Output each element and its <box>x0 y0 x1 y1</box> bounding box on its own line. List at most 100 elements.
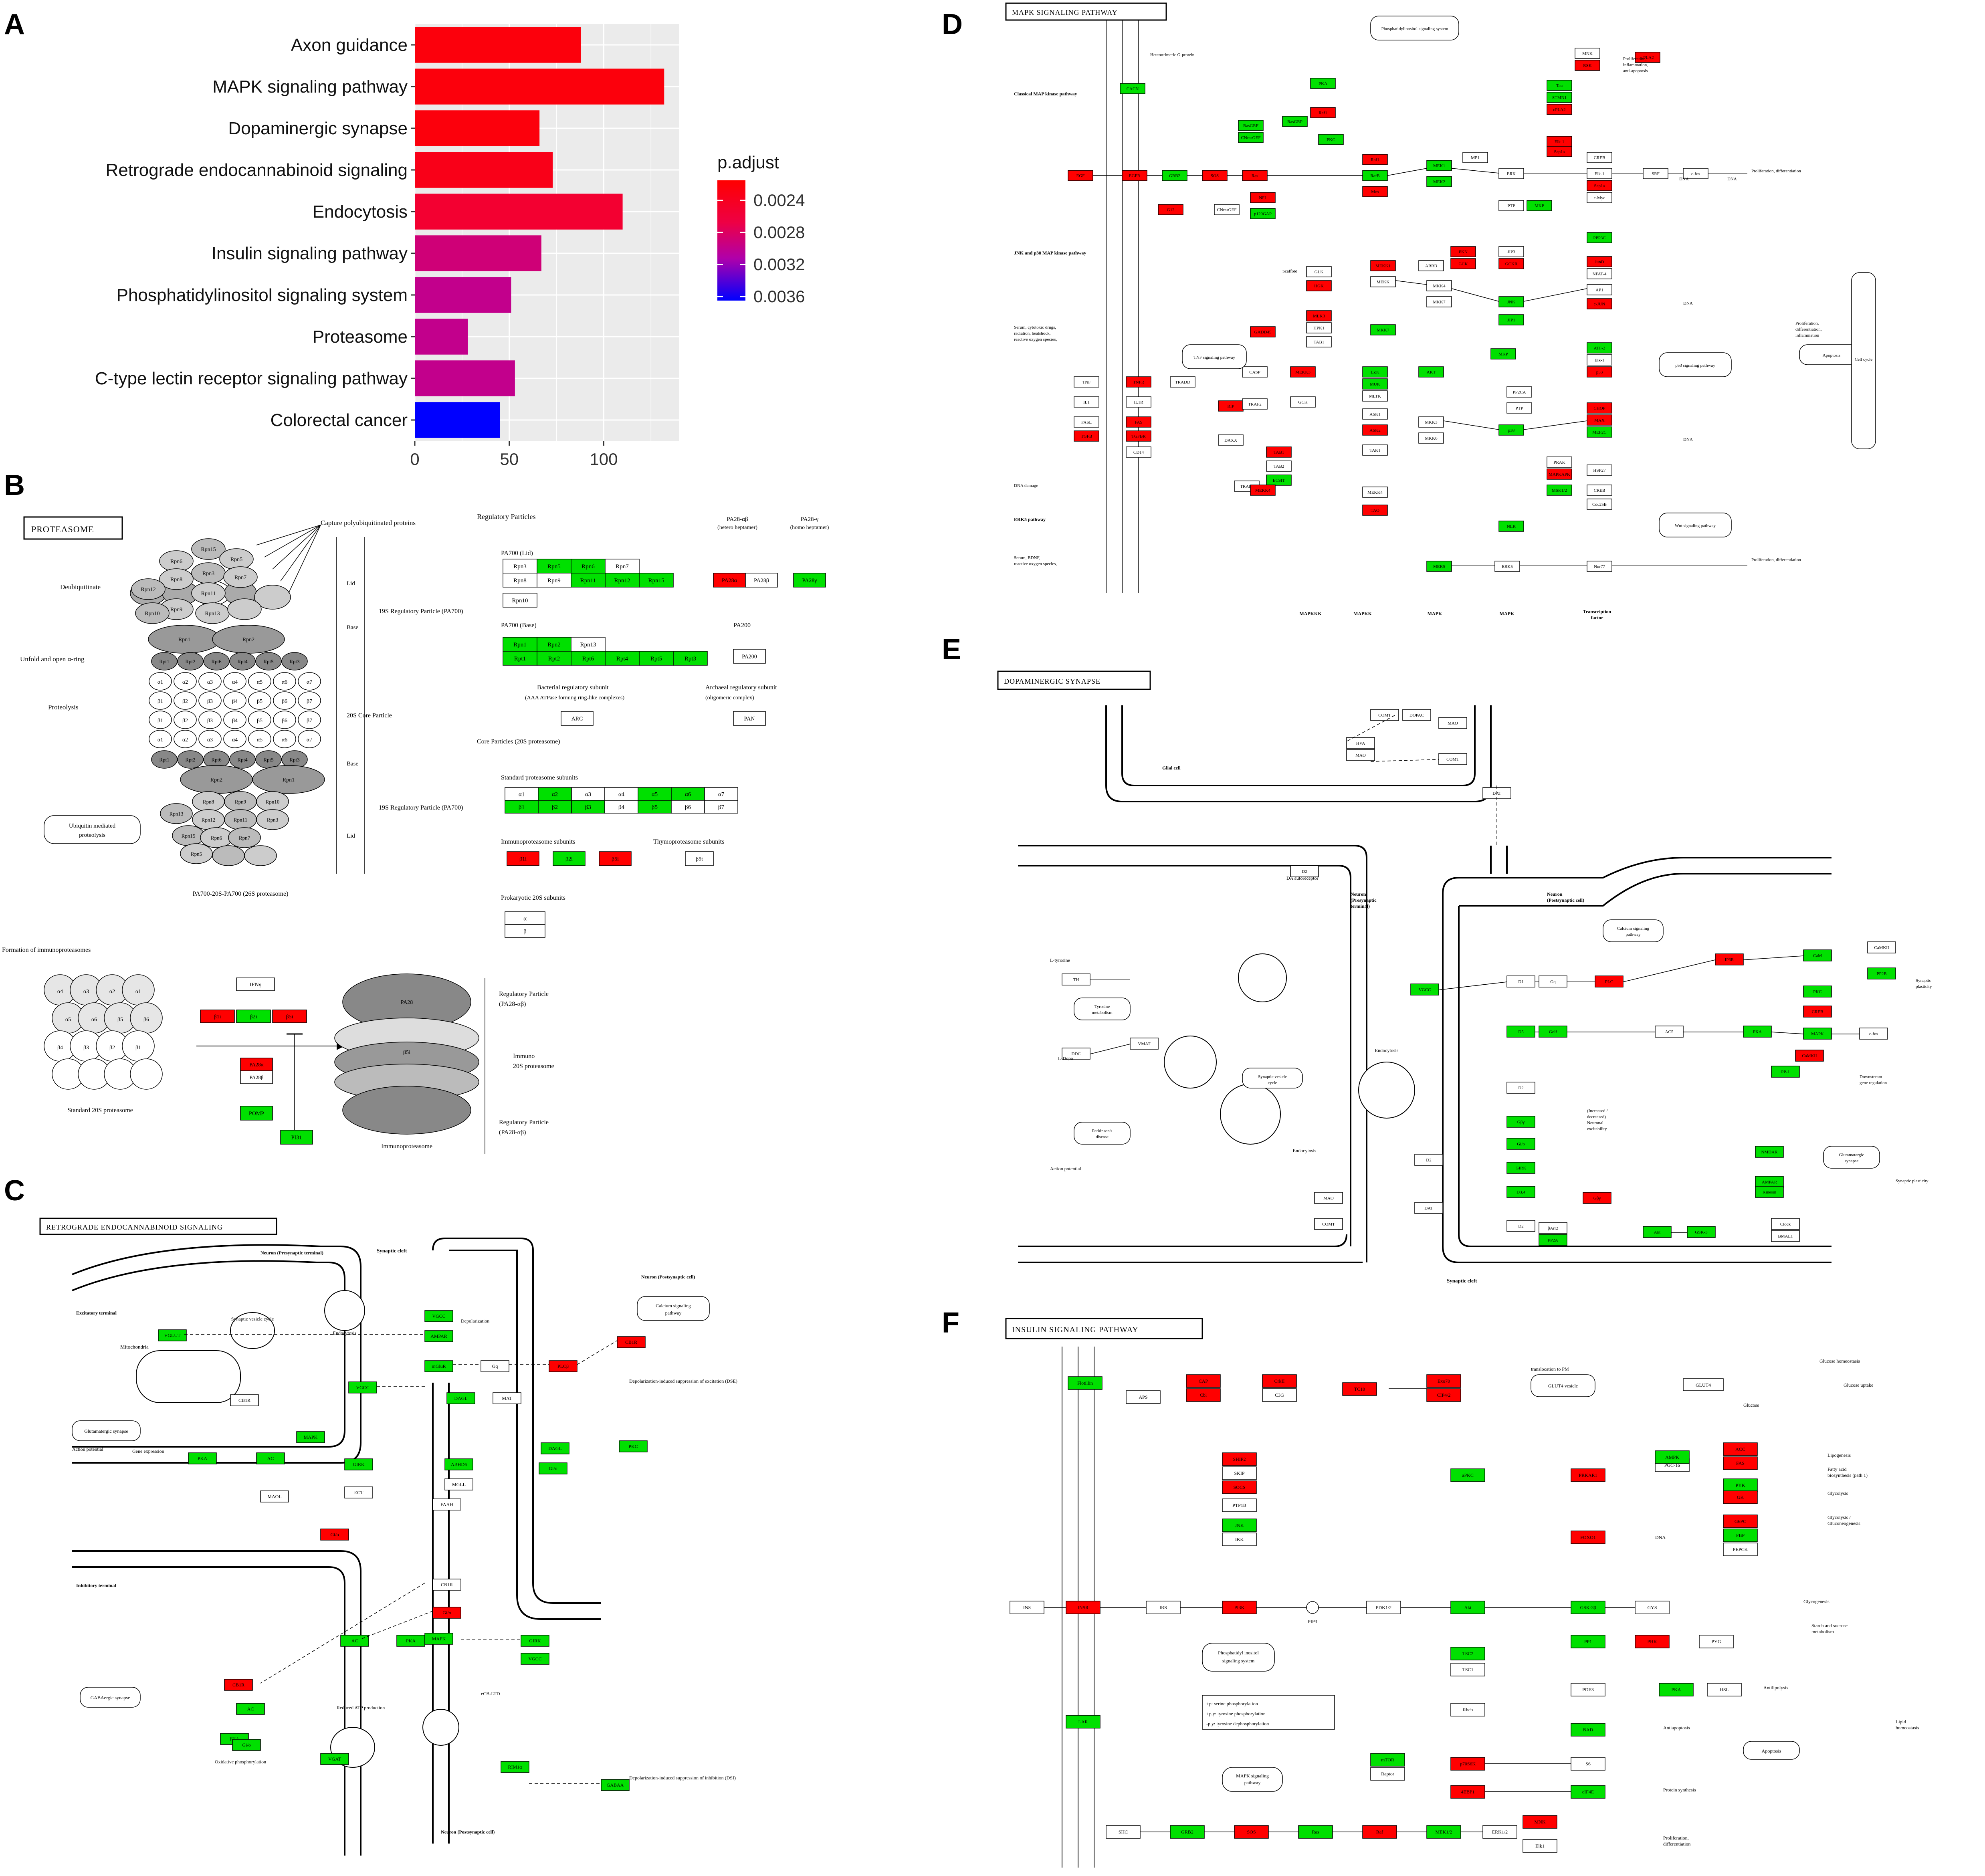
diagram-label: α3 <box>83 989 89 995</box>
diagram-label: Rpn15 <box>201 547 216 553</box>
gene-box <box>1643 168 1668 179</box>
diagram-label: Endocytosis <box>1293 1148 1317 1153</box>
pathway-link <box>1242 1068 1303 1088</box>
subunit-shape <box>191 582 226 604</box>
diagram-label: Rpn12 <box>202 817 216 823</box>
subunit-shape <box>135 602 170 624</box>
bar <box>415 152 553 188</box>
gene-box <box>1222 1498 1257 1512</box>
gene-box <box>671 800 705 814</box>
gene-box <box>1587 192 1612 203</box>
gene-box <box>1723 1515 1758 1528</box>
gene-label: β5i <box>286 1014 293 1020</box>
diagram-label: inflammation, <box>1623 63 1648 67</box>
diagram-label: α5 <box>65 1017 71 1023</box>
gene-box <box>1186 1388 1221 1402</box>
connector <box>360 1611 433 1640</box>
gene-label: MEK1/2 <box>1436 1829 1452 1835</box>
gene-label: MEK1 <box>1433 164 1445 168</box>
gene-label: MKP <box>1498 352 1508 357</box>
gene-box <box>601 1779 630 1791</box>
gene-label: Rheb <box>1463 1707 1473 1712</box>
gene-label: HVA <box>1356 741 1365 746</box>
gene-label: β7 <box>718 804 725 810</box>
diagram-label: Rpt1 <box>159 658 169 664</box>
gene-box <box>1547 485 1572 496</box>
diagram-label: Thymoproteasome subunits <box>653 838 724 845</box>
diagram-label: Neuron (Presynaptic terminal) <box>260 1250 323 1256</box>
gene-label: D2 <box>1302 869 1307 874</box>
gene-label: JunD <box>1595 260 1604 265</box>
diagram-label: Rpn9 <box>170 607 182 613</box>
gene-box <box>1547 456 1572 468</box>
gene-label: PRKAR1 <box>1579 1472 1597 1478</box>
gene-box <box>541 1442 569 1454</box>
gene-box <box>1066 1715 1101 1729</box>
gene-box <box>571 573 606 588</box>
gene-label: MAT <box>502 1395 512 1401</box>
gene-box <box>1426 1825 1461 1839</box>
gene-label: TNFR <box>1133 380 1145 385</box>
gene-label: MAOL <box>267 1494 281 1499</box>
gene-box <box>549 1360 578 1372</box>
subunit-shape <box>198 711 222 729</box>
gene-box <box>1266 446 1292 458</box>
gene-label: Ras <box>1312 1829 1319 1835</box>
subunit-shape <box>273 672 296 691</box>
gene-box <box>1126 376 1151 388</box>
diagram-label: Rpn3 <box>267 817 278 823</box>
pathway-link <box>1603 919 1664 942</box>
gene-box <box>1362 170 1388 181</box>
gene-label: FASL <box>1081 420 1092 425</box>
diagram-label: excitability <box>1587 1127 1607 1131</box>
gene-box <box>1859 1028 1888 1040</box>
diagram-label: DA autoreceptor <box>1286 875 1319 881</box>
gene-label: DOPAC <box>1409 713 1424 718</box>
retrograde-title: RETROGRADE ENDOCANNABINOID SIGNALING <box>46 1223 223 1231</box>
gene-label: APS <box>1139 1394 1147 1400</box>
gene-box <box>1370 1767 1405 1781</box>
diagram-label: (hetero heptamer) <box>717 525 757 531</box>
gene-label: CB1R <box>441 1582 453 1587</box>
subunit-shape <box>273 691 296 710</box>
gene-label: MEKK3 <box>1295 370 1311 375</box>
gene-box <box>1547 92 1572 103</box>
x-tick-label: 100 <box>590 450 618 468</box>
pathway-link <box>72 1420 141 1441</box>
gene-box <box>617 1336 646 1348</box>
gene-label: HSL <box>1720 1687 1729 1692</box>
gene-label: ERK1/2 <box>1492 1829 1508 1835</box>
diagram-label: MAPK signaling <box>1236 1773 1269 1779</box>
subunit-shape <box>281 652 308 670</box>
subunit-shape <box>130 1002 163 1034</box>
vesicle <box>1220 1084 1281 1145</box>
diagram-label: α6 <box>282 679 287 685</box>
diagram-label: β6 <box>282 718 287 724</box>
diagram-label: Immunoproteasome <box>381 1143 432 1150</box>
gene-label: NLK <box>1507 524 1516 529</box>
gene-box <box>1122 170 1147 181</box>
diagram-label: Downstream <box>1860 1074 1882 1079</box>
gene-label: CrkII <box>1274 1378 1285 1384</box>
diagram-label: Calcium signaling <box>656 1303 691 1309</box>
gene-label: DAT <box>1492 791 1501 796</box>
gene-box <box>1715 953 1744 965</box>
diagram-label: anti-apoptosis <box>1623 69 1648 73</box>
gene-label: TAB1 <box>1314 340 1325 345</box>
diagram-label: α5 <box>257 679 263 685</box>
diagram-label: Synaptic vesicle cycle <box>231 1316 274 1322</box>
arrow-head <box>337 1042 345 1050</box>
diagram-label: PA700 (Base) <box>501 622 537 629</box>
plot-area <box>415 24 679 441</box>
gene-label: β1 <box>519 804 525 810</box>
gene-label: MKK7 <box>1433 300 1446 305</box>
gene-label: SHIP2 <box>1233 1456 1246 1462</box>
gene-box <box>1146 1601 1181 1614</box>
gene-box <box>236 1703 265 1715</box>
diagram-label: PA700-20S-PA700 (26S proteasome) <box>193 891 289 897</box>
gene-label: SRF <box>1652 172 1660 176</box>
gene-label: Sap1a <box>1594 184 1605 188</box>
gene-box <box>1506 386 1532 398</box>
gene-label: CaMKII <box>1802 1054 1817 1058</box>
gene-label: TRADD <box>1175 380 1190 385</box>
